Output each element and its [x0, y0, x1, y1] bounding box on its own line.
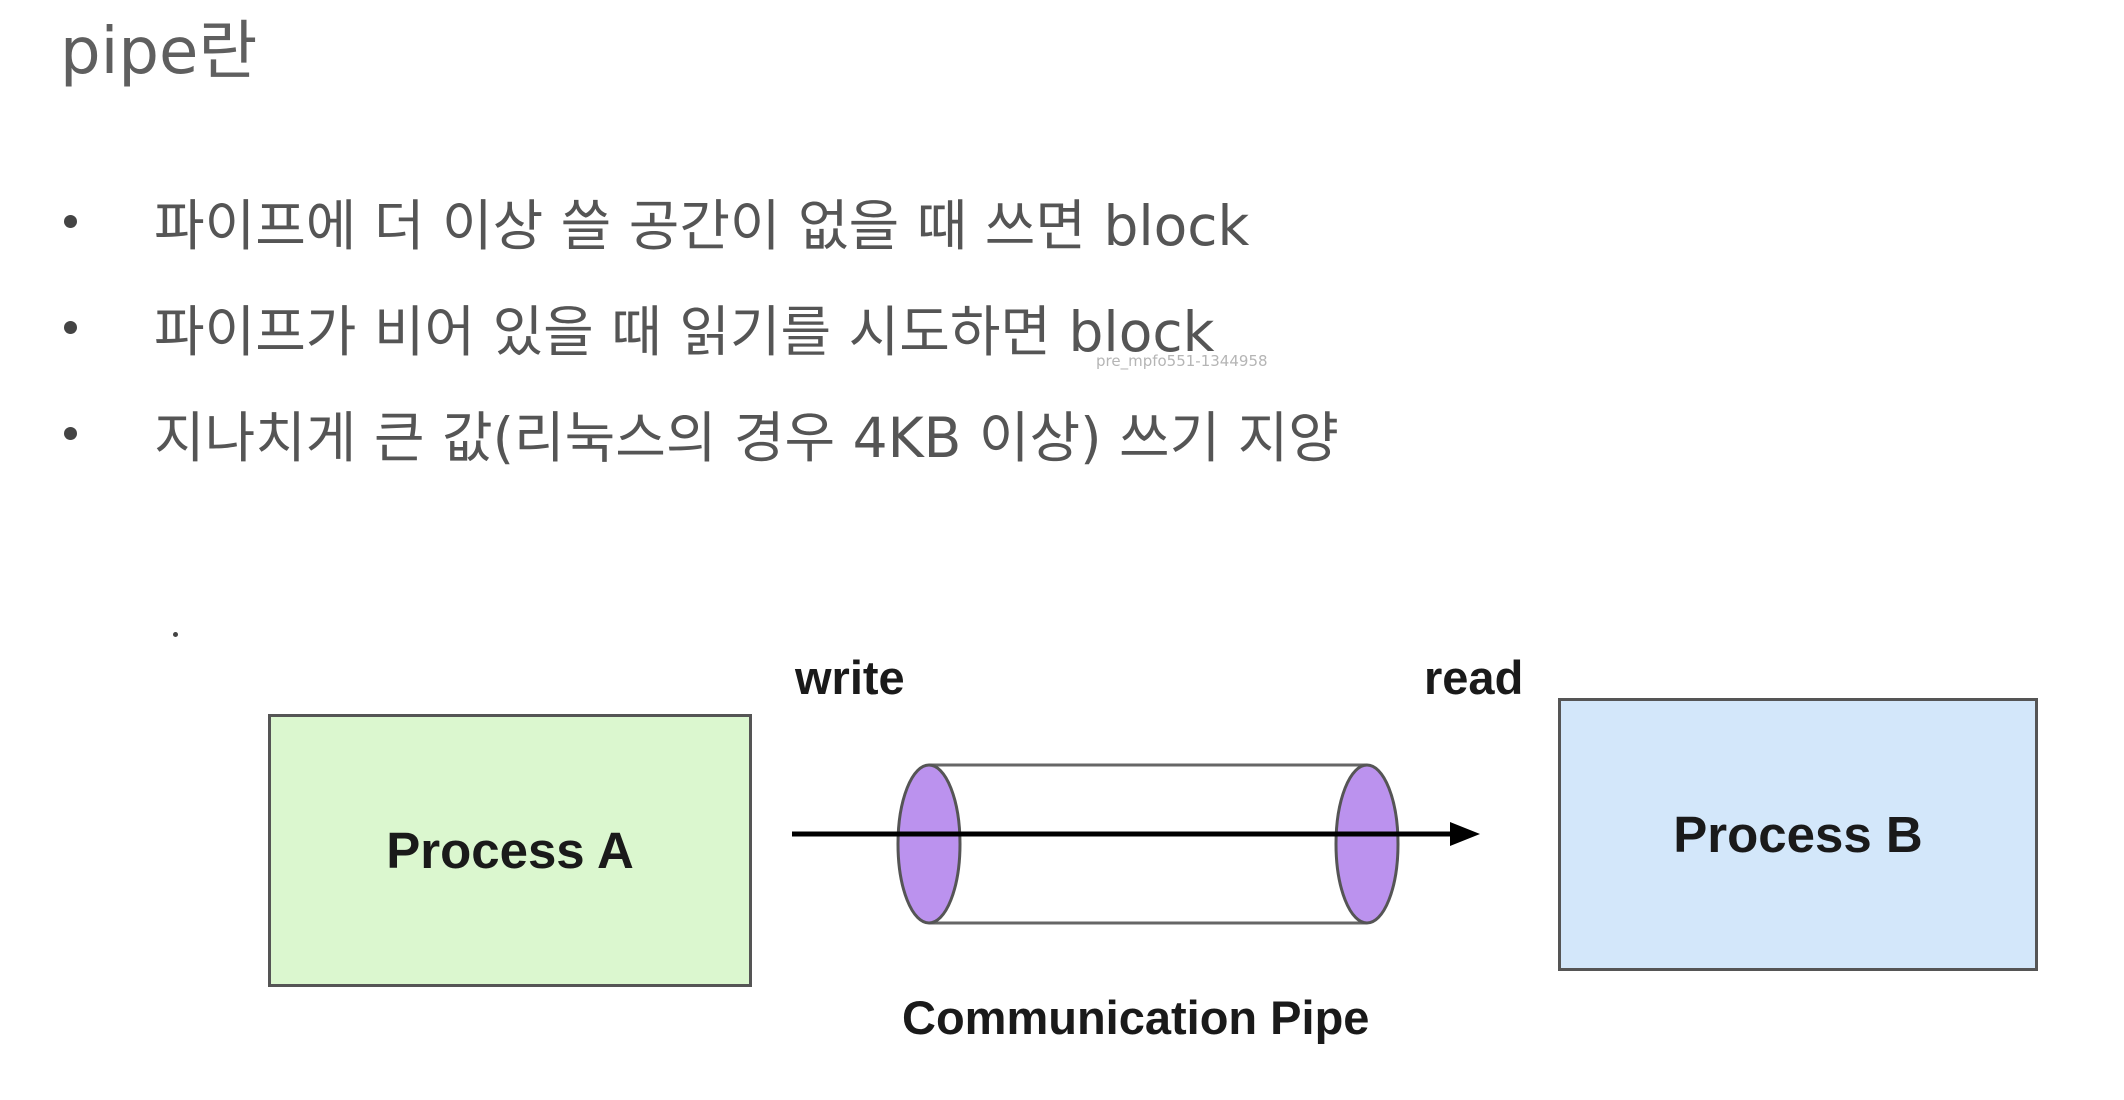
watermark-text: pre_mpfo551-1344958: [1096, 352, 1268, 370]
bullet-dot-icon: [64, 426, 77, 440]
bullet-text: 파이프가 비어 있을 때 읽기를 시도하면 block: [154, 300, 1215, 364]
read-label: read: [1424, 651, 1524, 704]
arrow-head-icon: [1450, 822, 1480, 846]
pipe-label: Communication Pipe: [902, 991, 1370, 1044]
bullet-item: 파이프가 비어 있을 때 읽기를 시도하면 block: [60, 274, 1339, 380]
bullet-dot-icon: [64, 214, 77, 228]
process-b-label: Process B: [1673, 806, 1923, 863]
pipe-cylinder: [896, 763, 1400, 925]
bullet-text: 파이프에 더 이상 쓸 공간이 없을 때 쓰면 block: [154, 194, 1250, 258]
pipe-right-end: [1334, 763, 1400, 925]
process-a-box: Process A: [268, 714, 752, 987]
pipe-body: [929, 765, 1367, 923]
bullet-item: 파이프에 더 이상 쓸 공간이 없을 때 쓰면 block: [60, 168, 1339, 274]
bullet-text: 지나치게 큰 값(리눅스의 경우 4KB 이상) 쓰기 지양: [154, 406, 1339, 470]
flow-arrow: [792, 822, 1480, 846]
write-label: write: [795, 651, 905, 704]
bullet-list: 파이프에 더 이상 쓸 공간이 없을 때 쓰면 block 파이프가 비어 있을…: [60, 168, 1339, 486]
process-b-box: Process B: [1558, 698, 2038, 971]
slide-title: pipe란: [60, 15, 258, 89]
bullet-dot-icon: [64, 320, 77, 334]
bullet-item: 지나치게 큰 값(리눅스의 경우 4KB 이상) 쓰기 지양: [60, 380, 1339, 486]
pipe-left-end: [896, 763, 962, 925]
stray-dot: [173, 632, 178, 637]
process-a-label: Process A: [386, 822, 634, 879]
